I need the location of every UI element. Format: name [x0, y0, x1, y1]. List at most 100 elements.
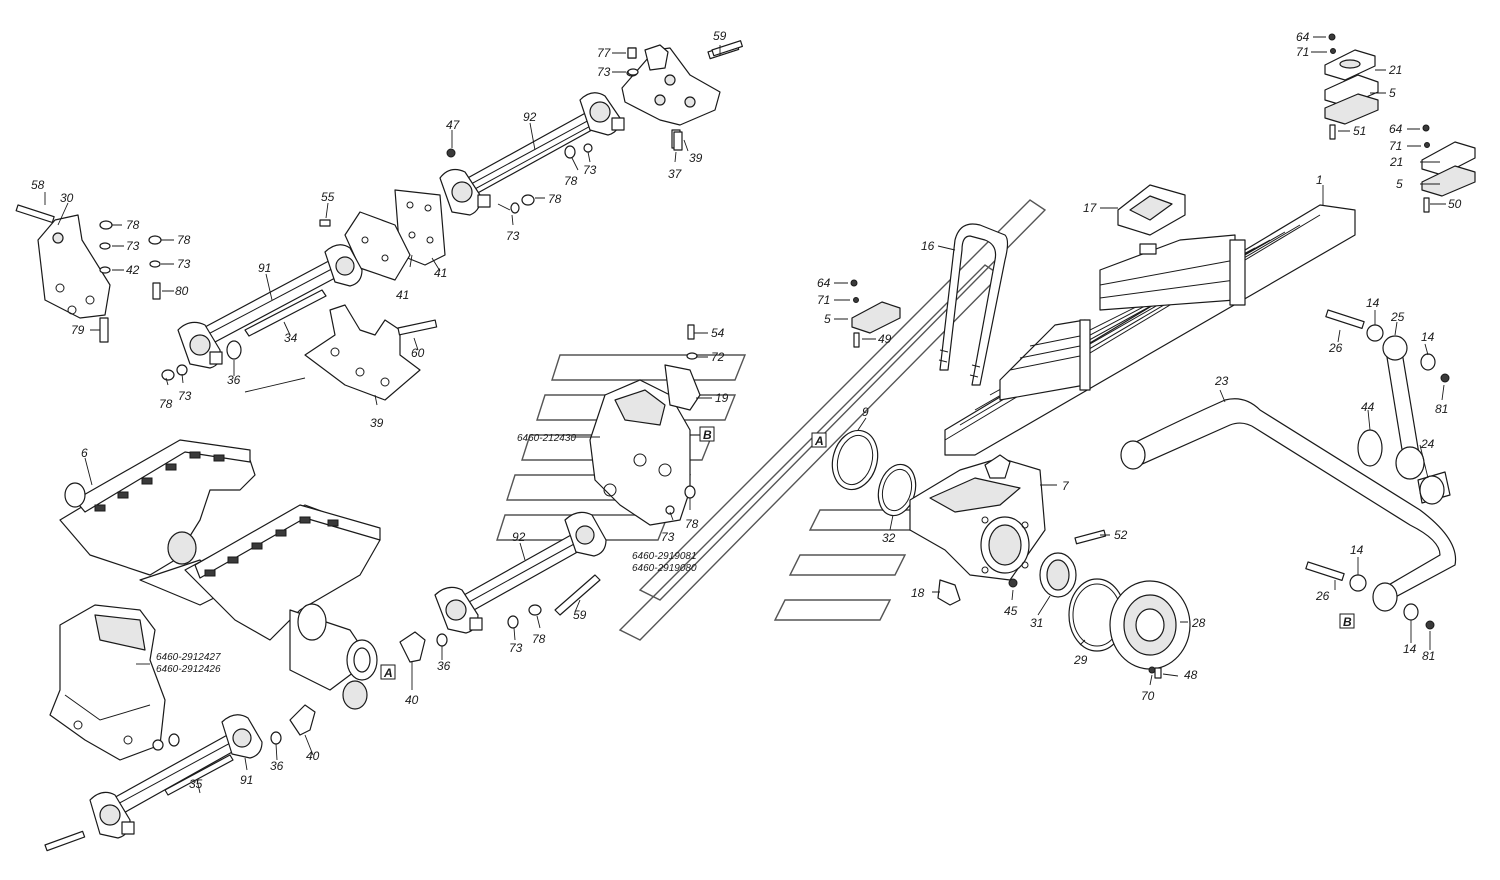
callout: 7 [1062, 479, 1070, 493]
code-2919081: 6460-2919081 [632, 551, 697, 562]
code-2919080: 6460-2919080 [632, 563, 697, 574]
callout: 36 [227, 373, 241, 387]
callout: 71 [1389, 139, 1402, 153]
callout: 30 [60, 191, 74, 205]
hub-cover-assembly [1039, 552, 1191, 679]
reaction-rod-upper-left [161, 219, 363, 381]
code-2912426: 6460-2912426 [156, 664, 221, 675]
reaction-rod-lower [44, 704, 316, 852]
part-code-labels: 6460-212430 6460-2919081 6460-2919080 64… [136, 433, 697, 675]
callout: 24 [1420, 437, 1435, 451]
pad-stack-upper [1324, 33, 1379, 140]
callout: 41 [434, 266, 447, 280]
callout: 47 [446, 118, 461, 132]
saddle-block-left [49, 604, 180, 761]
ref-a-right: A [814, 434, 824, 448]
axle-pad-row-1 [94, 451, 225, 512]
callout: 73 [506, 229, 520, 243]
callout-labels: 64 71 21 5 51 64 71 21 5 50 1 17 16 64 7… [31, 29, 1462, 791]
callout: 44 [1361, 400, 1375, 414]
callout: 39 [689, 151, 703, 165]
callout: 29 [1073, 653, 1088, 667]
callout: 71 [817, 293, 830, 307]
callout: 14 [1350, 543, 1364, 557]
callout: 80 [175, 284, 189, 298]
callout: 35 [189, 777, 203, 791]
seal-rings [831, 429, 917, 517]
callout: 64 [1389, 122, 1403, 136]
callout: 79 [71, 323, 85, 337]
callout: 34 [284, 331, 298, 345]
callout: 1 [1316, 173, 1323, 187]
callout: 48 [1184, 668, 1198, 682]
callout: 42 [126, 263, 140, 277]
leader-lines [44, 36, 1446, 794]
callout: 91 [240, 773, 253, 787]
callout: 40 [306, 749, 320, 763]
callout: 73 [178, 389, 192, 403]
stabilizer-link [1325, 309, 1451, 505]
callout: 78 [532, 632, 546, 646]
callout: 21 [1388, 63, 1402, 77]
code-212430: 6460-212430 [517, 433, 576, 444]
callout: 81 [1422, 649, 1435, 663]
callout: 64 [1296, 30, 1310, 44]
callout: 21 [1389, 155, 1403, 169]
callout: 31 [1030, 616, 1043, 630]
callout: 58 [31, 178, 45, 192]
balancer-hub [909, 454, 1107, 606]
axle-beam [59, 439, 381, 710]
u-bolt [938, 223, 1009, 386]
callout: 60 [411, 346, 425, 360]
pad-stack-center [850, 279, 901, 348]
callout: 19 [715, 391, 729, 405]
callout: 14 [1403, 642, 1417, 656]
callout: 39 [370, 416, 384, 430]
callout: 64 [817, 276, 831, 290]
callout: 26 [1315, 589, 1330, 603]
callout: 78 [126, 218, 140, 232]
reference-mark-a-left: A [380, 664, 396, 680]
callout: 59 [713, 29, 727, 43]
callout: 73 [583, 163, 597, 177]
callout: 41 [396, 288, 409, 302]
callout: 16 [921, 239, 935, 253]
callout: 73 [126, 239, 140, 253]
callout: 52 [1114, 528, 1128, 542]
callout: 37 [668, 167, 683, 181]
callout: 73 [597, 65, 611, 79]
callout: 91 [258, 261, 271, 275]
leaf-spring [944, 204, 1356, 456]
callout: 78 [159, 397, 173, 411]
bracket-30 [15, 204, 162, 343]
callout: 18 [911, 586, 925, 600]
callout: 6 [81, 446, 88, 460]
bracket-212430 [589, 324, 701, 526]
callout: 78 [685, 517, 699, 531]
callout: 59 [573, 608, 587, 622]
callout: 14 [1366, 296, 1380, 310]
callout: 36 [437, 659, 451, 673]
axle-pad-row-2 [204, 516, 339, 577]
bracket-39-middle [244, 304, 438, 401]
callout: 72 [711, 350, 725, 364]
callout: 40 [405, 693, 419, 707]
reference-mark-b-right: B [1339, 613, 1355, 629]
callout: 78 [564, 174, 578, 188]
ref-b-right: B [1343, 615, 1352, 629]
callout: 14 [1421, 330, 1435, 344]
reaction-rod-upper-right [439, 92, 625, 216]
callout: 55 [321, 190, 335, 204]
callout: 26 [1328, 341, 1343, 355]
callout: 17 [1083, 201, 1098, 215]
callout: 5 [1389, 86, 1396, 100]
callout: 49 [878, 332, 892, 346]
ref-a-left: A [383, 666, 393, 680]
callout: 23 [1214, 374, 1229, 388]
callout: 81 [1435, 402, 1448, 416]
callout: 73 [661, 530, 675, 544]
callout: 70 [1141, 689, 1155, 703]
callout: 32 [882, 531, 896, 545]
callout: 51 [1353, 124, 1366, 138]
